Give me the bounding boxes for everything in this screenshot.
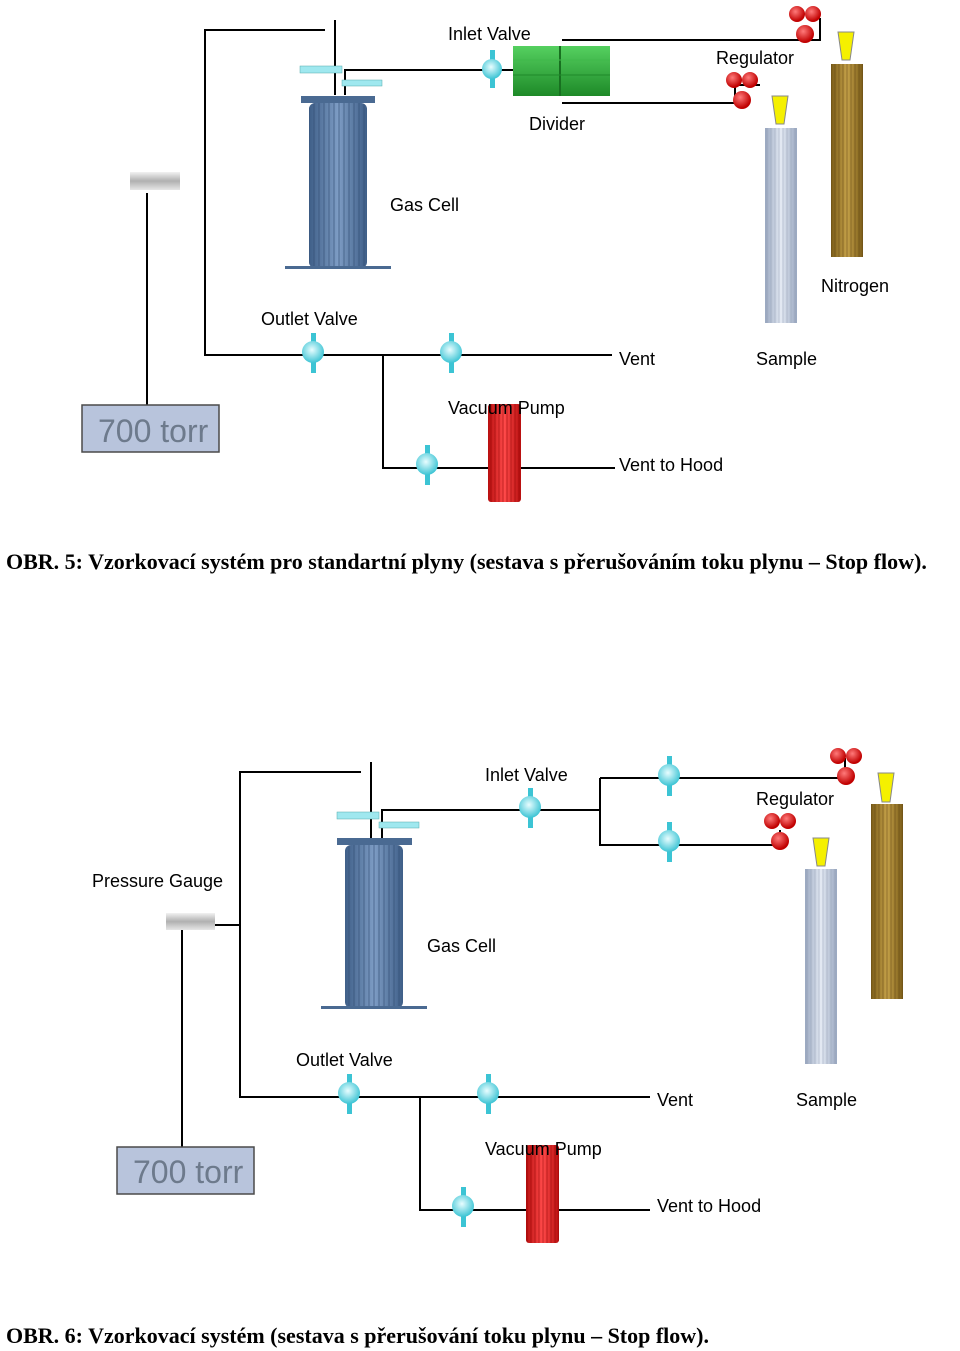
pressure-readout-box <box>116 1146 255 1195</box>
regulator-icon <box>726 6 821 109</box>
sample-cylinder-icon <box>805 837 837 1064</box>
nitrogen-cylinder-icon <box>831 31 863 257</box>
pump-valve-icon <box>416 445 438 485</box>
vent-label: Vent <box>657 1090 693 1110</box>
figure-1: 700 torr <box>81 6 889 502</box>
sample-cylinder-icon <box>765 95 797 323</box>
gas-cell-label: Gas Cell <box>390 195 459 215</box>
sample-label: Sample <box>796 1090 857 1110</box>
divider-label: Divider <box>529 114 585 134</box>
inlet-valve-icon <box>482 50 502 88</box>
sample-label: Sample <box>756 349 817 369</box>
upper-branch-valve-icon <box>658 756 680 796</box>
vent-to-hood-label: Vent to Hood <box>619 455 723 475</box>
nitrogen-label: Nitrogen <box>821 276 889 296</box>
vacuum-pump-label: Vacuum Pump <box>485 1139 602 1159</box>
gas-cell-icon <box>321 811 427 1009</box>
pressure-gauge-label: Pressure Gauge <box>92 871 223 891</box>
outlet-valve-label: Outlet Valve <box>261 309 358 329</box>
gas-cell-icon <box>285 65 391 269</box>
pressure-readout-text: 700 torr <box>133 1154 244 1190</box>
figure-1-caption: OBR. 5: Vzorkovací systém pro standartní… <box>6 549 927 574</box>
gas-cell-label: Gas Cell <box>427 936 496 956</box>
lower-branch-valve-icon <box>658 822 680 862</box>
vent-to-hood-label: Vent to Hood <box>657 1196 761 1216</box>
inlet-valve-icon <box>519 788 541 828</box>
vacuum-pump-icon <box>526 1145 559 1243</box>
pressure-gauge-icon <box>166 913 215 930</box>
vacuum-pump-label: Vacuum Pump <box>448 398 565 418</box>
pressure-gauge-icon <box>130 172 180 190</box>
regulator-label: Regulator <box>716 48 794 68</box>
inlet-valve-label: Inlet Valve <box>448 24 531 44</box>
outlet-valve-icon <box>302 333 324 373</box>
outlet-valve-icon <box>338 1074 360 1114</box>
inlet-valve-label: Inlet Valve <box>485 765 568 785</box>
vacuum-pump-icon <box>488 404 521 502</box>
figure-2: 700 torr <box>92 748 903 1243</box>
regulator-icon <box>764 748 862 850</box>
regulator-label: Regulator <box>756 789 834 809</box>
vent-valve-icon <box>477 1074 499 1114</box>
pump-valve-icon <box>452 1187 474 1227</box>
vent-valve-icon <box>440 333 462 373</box>
outlet-valve-label: Outlet Valve <box>296 1050 393 1070</box>
pressure-readout-text: 700 torr <box>98 413 209 449</box>
nitrogen-cylinder-icon <box>871 772 903 999</box>
vent-label: Vent <box>619 349 655 369</box>
divider-icon <box>513 46 610 96</box>
figure-2-caption: OBR. 6: Vzorkovací systém (sestava s pře… <box>6 1323 710 1348</box>
pressure-readout-box <box>81 404 220 453</box>
